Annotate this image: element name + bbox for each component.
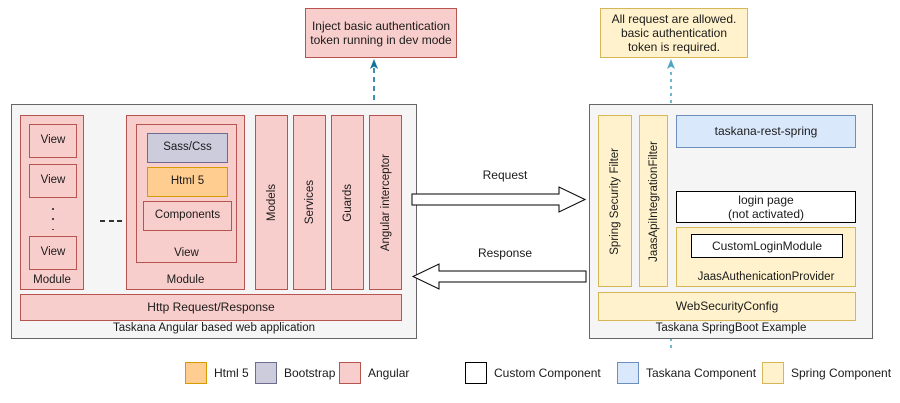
module-simple-label: Module — [33, 274, 71, 286]
jaas-api-integration-filter: JaasApiIntegrationFilter — [639, 115, 668, 287]
taskana-rest-spring-label: taskana-rest-spring — [714, 124, 818, 139]
taskana-angular-container-label: Taskana Angular based web application — [112, 322, 316, 334]
legend-swatch-angular — [339, 362, 361, 384]
login-page-box: login page (not activated) — [676, 191, 856, 223]
legend-item-taskana-component: Taskana Component — [617, 362, 756, 384]
view-container: Sass/Css Html 5 Components View — [136, 124, 237, 263]
column-guards: Guards — [331, 115, 364, 290]
taskana-springboot-container: Spring Security Filter JaasApiIntegratio… — [589, 104, 873, 339]
legend-label-custom-component: Custom Component — [494, 366, 601, 380]
note-spring-text: All request are allowed. basic authentic… — [611, 11, 737, 55]
custom-login-module-label: CustomLoginModule — [711, 238, 823, 253]
legend-swatch-spring-component — [762, 362, 784, 384]
view-container-label: View — [174, 247, 199, 259]
legend-label-taskana-component: Taskana Component — [646, 366, 757, 380]
request-arrow — [411, 186, 587, 213]
column-models: Models — [255, 115, 288, 290]
jaas-api-integration-filter-label: JaasApiIntegrationFilter — [647, 140, 660, 262]
http-request-response-bar: Http Request/Response — [20, 294, 402, 321]
spring-security-filter-label: Spring Security Filter — [609, 147, 621, 255]
column-services-label: Services — [303, 180, 316, 225]
connector-angular-note — [370, 59, 378, 118]
legend-item-custom-component: Custom Component — [465, 362, 601, 384]
note-angular-interceptor: Inject basic authentication token runnin… — [305, 8, 457, 58]
vertical-ellipsis-icon — [51, 208, 55, 230]
column-angular-interceptor-label: Angular interceptor — [379, 153, 392, 252]
legend-item-html5: Html 5 — [185, 362, 249, 384]
view-box-3: View — [29, 236, 77, 270]
web-security-config-box: WebSecurityConfig — [598, 292, 856, 321]
horizontal-ellipsis-icon — [100, 219, 122, 223]
html5-label: Html 5 — [170, 175, 205, 188]
jaas-authentication-provider-label: JaasAuthenicationProvider — [697, 271, 835, 283]
legend-swatch-taskana-component — [617, 362, 639, 384]
view-label: View — [40, 174, 66, 187]
legend-item-bootstrap: Bootstrap — [255, 362, 335, 384]
web-security-config-label: WebSecurityConfig — [675, 299, 779, 314]
column-models-label: Models — [265, 183, 278, 222]
module-detailed: Sass/Css Html 5 Components View Module — [126, 115, 245, 290]
legend-item-angular: Angular — [339, 362, 409, 384]
taskana-springboot-container-label: Taskana SpringBoot Example — [655, 322, 807, 334]
components-label: Components — [154, 209, 221, 222]
column-services: Services — [293, 115, 326, 290]
column-guards-label: Guards — [341, 183, 354, 222]
view-box-2: View — [29, 164, 77, 198]
login-page-title: login page — [738, 192, 794, 207]
response-arrow — [411, 263, 587, 290]
note-spring-security: All request are allowed. basic authentic… — [600, 8, 748, 58]
sass-css-label: Sass/Css — [163, 141, 212, 154]
note-angular-text: Inject basic authentication token runnin… — [310, 18, 452, 47]
view-label: View — [40, 246, 66, 259]
taskana-rest-spring-box: taskana-rest-spring — [676, 115, 856, 148]
column-angular-interceptor: Angular interceptor — [369, 115, 402, 290]
response-label: Response — [477, 246, 533, 260]
login-page-status: (not activated) — [727, 207, 805, 221]
spring-security-filter: Spring Security Filter — [598, 115, 632, 287]
legend-label-html5: Html 5 — [214, 366, 249, 380]
legend-item-spring-component: Spring Component — [762, 362, 891, 384]
module-detailed-label: Module — [166, 274, 205, 286]
request-label: Request — [482, 168, 528, 182]
module-simple: View View View Module — [20, 115, 84, 290]
jaas-authentication-provider-box: CustomLoginModule JaasAuthenicationProvi… — [676, 227, 856, 287]
html5-box: Html 5 — [147, 167, 228, 197]
legend-label-spring-component: Spring Component — [791, 366, 892, 380]
view-box-1: View — [29, 124, 77, 158]
sass-css-box: Sass/Css — [147, 133, 228, 163]
custom-login-module-box: CustomLoginModule — [691, 234, 843, 258]
components-box: Components — [143, 201, 232, 231]
legend-swatch-bootstrap — [255, 362, 277, 384]
taskana-angular-container: View View View Module Sass/Css — [11, 104, 417, 339]
legend-swatch-html5 — [185, 362, 207, 384]
legend-label-bootstrap: Bootstrap — [284, 366, 336, 380]
http-request-response-label: Http Request/Response — [147, 300, 275, 315]
legend-swatch-custom-component — [465, 362, 487, 384]
view-label: View — [40, 134, 66, 147]
legend-label-angular: Angular — [368, 366, 410, 380]
